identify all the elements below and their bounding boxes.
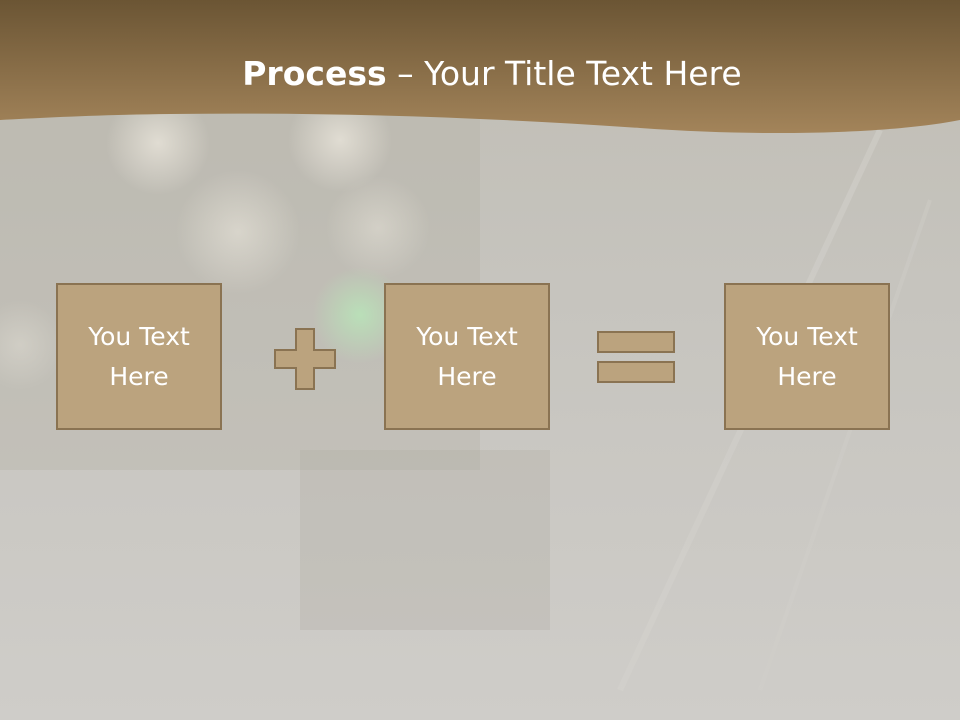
title-bold-part: Process [242, 54, 387, 93]
slide-title: Process – Your Title Text Here [0, 52, 960, 96]
title-separator: – [386, 54, 425, 93]
equals-icon [597, 331, 675, 383]
process-box-1-label: You Text Here [88, 321, 190, 391]
process-box-3: You Text Here [724, 283, 890, 430]
process-box-2: You Text Here [384, 283, 550, 430]
process-box-3-label: You Text Here [756, 321, 858, 391]
plus-icon [274, 328, 336, 390]
process-box-2-label: You Text Here [416, 321, 518, 391]
process-box-1: You Text Here [56, 283, 222, 430]
title-text: Your Title Text Here [424, 54, 742, 93]
